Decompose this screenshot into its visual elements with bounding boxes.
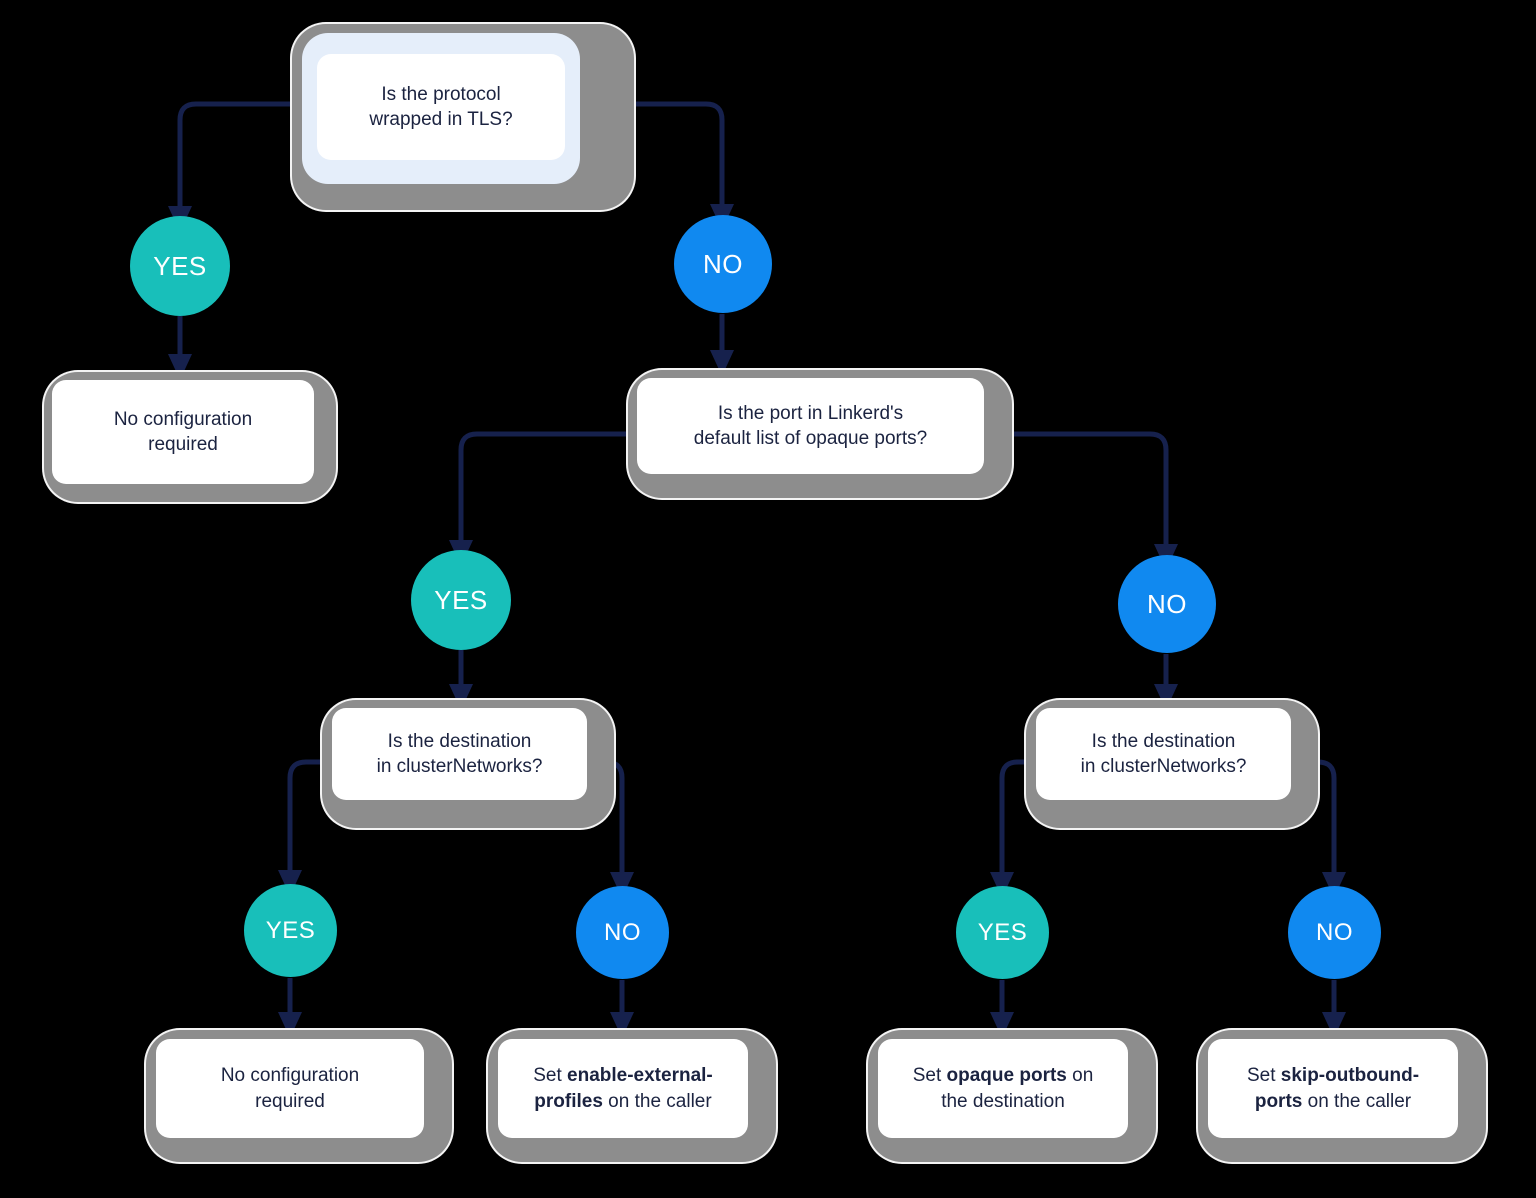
node-text-line2: required	[148, 434, 218, 455]
node-card: Is the protocol wrapped in TLS?	[317, 54, 565, 160]
node-card: Set skip-outbound- ports on the caller	[1208, 1039, 1458, 1138]
node-set-enable-external-profiles[interactable]: Set enable-external- profiles on the cal…	[488, 1030, 776, 1162]
branch-label: YES	[977, 918, 1028, 946]
branch-label: NO	[604, 918, 641, 946]
node-text-line1: Is the protocol	[381, 83, 501, 105]
branch-label: YES	[265, 916, 316, 944]
branch-circle-no-1[interactable]: NO	[674, 215, 772, 313]
node-no-configuration-required-2[interactable]: No configuration required	[146, 1030, 452, 1162]
node-text-line1: Set skip-outbound-	[1247, 1063, 1419, 1088]
node-is-destination-in-clusternetworks-right[interactable]: Is the destination in clusterNetworks?	[1026, 700, 1318, 828]
text-plain: on the caller	[602, 1090, 712, 1112]
edge-opaqueports-to-yes2	[458, 431, 640, 548]
node-text-line1: No configuration	[113, 408, 253, 430]
node-card: Is the port in Linkerd's default list of…	[637, 378, 984, 474]
text-plain: Set	[533, 1065, 568, 1087]
node-text-line2: the destination	[941, 1090, 1065, 1112]
text-plain: Set	[1246, 1065, 1281, 1087]
node-text-line1: Is the destination	[387, 730, 532, 752]
node-text-line2: required	[255, 1090, 325, 1112]
node-is-destination-in-clusternetworks-left[interactable]: Is the destination in clusterNetworks?	[322, 700, 614, 828]
node-card: Is the destination in clusterNetworks?	[1036, 708, 1291, 800]
branch-label: NO	[703, 248, 743, 279]
node-text-line1: Is the port in Linkerd's	[717, 402, 904, 424]
node-card: Is the destination in clusterNetworks?	[332, 708, 587, 800]
text-plain: on the caller	[1302, 1090, 1412, 1112]
node-is-port-in-default-opaque-list[interactable]: Is the port in Linkerd's default list of…	[628, 370, 1012, 498]
node-set-skip-outbound-ports[interactable]: Set skip-outbound- ports on the caller	[1198, 1030, 1486, 1162]
text-plain: on	[1066, 1065, 1094, 1087]
node-text-line1: No configuration	[220, 1065, 360, 1087]
branch-circle-yes-2[interactable]: YES	[411, 550, 511, 650]
text-bold: enable-external-	[567, 1065, 713, 1087]
text-bold: skip-outbound-	[1280, 1065, 1420, 1087]
node-set-opaque-ports[interactable]: Set opaque ports on the destination	[868, 1030, 1156, 1162]
node-card: No configuration required	[156, 1039, 424, 1138]
node-is-protocol-wrapped-in-tls[interactable]: Is the protocol wrapped in TLS?	[292, 24, 634, 210]
branch-circle-no-4[interactable]: NO	[1288, 886, 1381, 979]
node-card: No configuration required	[52, 380, 314, 484]
branch-circle-yes-3[interactable]: YES	[244, 884, 337, 977]
node-text-line1: Set enable-external-	[533, 1063, 713, 1088]
branch-circle-yes-4[interactable]: YES	[956, 886, 1049, 979]
node-card: Set opaque ports on the destination	[878, 1039, 1128, 1138]
node-no-configuration-required-1[interactable]: No configuration required	[44, 372, 336, 502]
text-bold: opaque ports	[946, 1065, 1067, 1087]
node-text-line2: ports on the caller	[1247, 1089, 1419, 1114]
branch-label: NO	[1316, 918, 1353, 946]
node-text-line2: in clusterNetworks?	[1080, 756, 1247, 777]
branch-circle-no-3[interactable]: NO	[576, 886, 669, 979]
branch-label: NO	[1147, 588, 1187, 619]
node-text-line2: profiles on the caller	[533, 1089, 713, 1114]
text-bold: profiles	[534, 1090, 603, 1112]
node-text-line1: Is the destination	[1091, 730, 1236, 752]
node-text-line1: Set opaque ports on	[913, 1063, 1094, 1088]
text-plain: Set	[912, 1065, 947, 1087]
text-bold: ports	[1254, 1090, 1303, 1112]
node-text-line2: in clusterNetworks?	[376, 756, 543, 777]
branch-circle-no-2[interactable]: NO	[1118, 555, 1216, 653]
branch-label: YES	[434, 584, 488, 615]
branch-circle-yes-1[interactable]: YES	[130, 216, 230, 316]
node-card: Set enable-external- profiles on the cal…	[498, 1039, 748, 1138]
node-text-line2: default list of opaque ports?	[693, 428, 928, 449]
node-text-line2: wrapped in TLS?	[369, 109, 513, 130]
branch-label: YES	[153, 250, 207, 281]
